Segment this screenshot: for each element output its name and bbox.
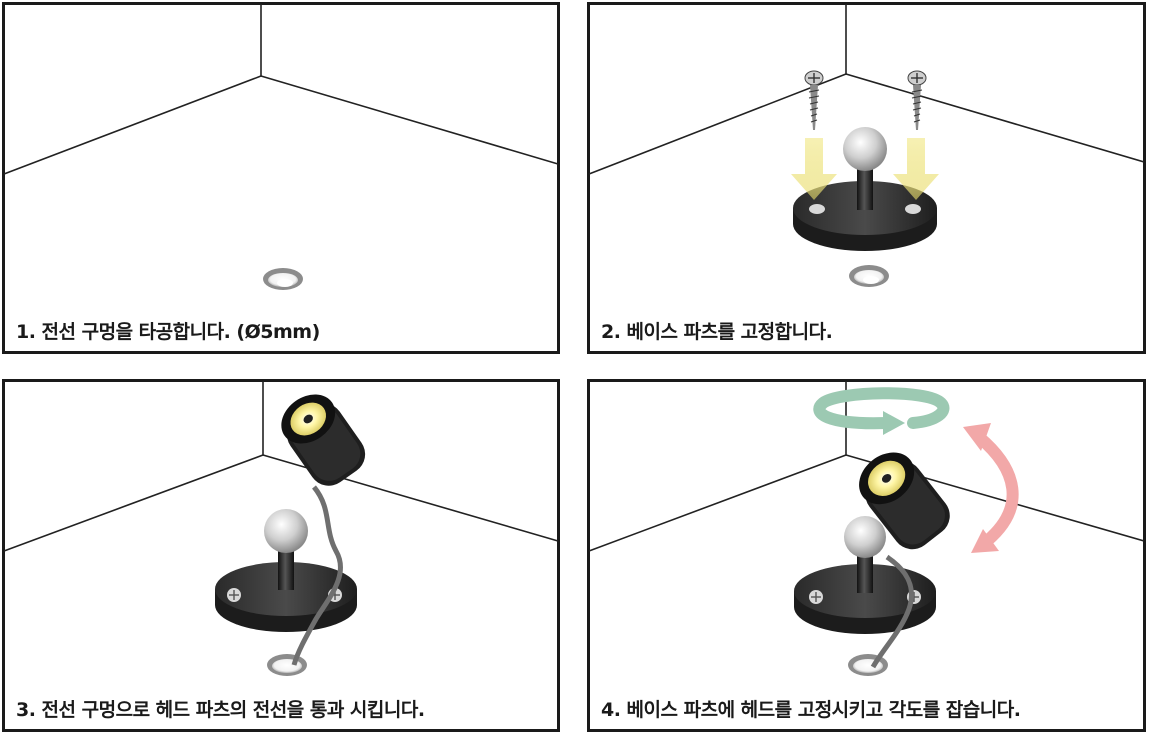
cable	[870, 554, 915, 669]
arrow-down-icon	[791, 138, 837, 200]
rotate-horizontal-arrow-icon	[813, 387, 950, 435]
step-3-caption: 3. 전선 구멍으로 헤드 파츠의 전선을 통과 시킵니다.	[16, 699, 425, 721]
base-part	[793, 127, 937, 251]
screw-icon	[804, 70, 824, 130]
wall-corner	[3, 4, 559, 175]
wall-hole-icon	[263, 268, 303, 290]
step-4-illustration	[587, 379, 1146, 732]
step-1-caption: 1. 전선 구멍을 타공합니다. (Ø5mm)	[16, 321, 320, 343]
wall-hole-icon	[267, 654, 307, 676]
step-1-illustration	[2, 2, 560, 354]
step-4-caption: 4. 베이스 파츠에 헤드를 고정시키고 각도를 잡습니다.	[601, 699, 1021, 721]
step-panel-2: 2. 베이스 파츠를 고정합니다.	[587, 2, 1146, 354]
panel-frame	[2, 2, 560, 354]
screw-icon	[907, 70, 927, 130]
step-panel-3: 3. 전선 구멍으로 헤드 파츠의 전선을 통과 시킵니다.	[2, 379, 560, 732]
arrow-down-icon	[893, 138, 939, 200]
lamp-head	[859, 452, 950, 550]
step-2-caption: 2. 베이스 파츠를 고정합니다.	[601, 321, 833, 343]
step-panel-4: 4. 베이스 파츠에 헤드를 고정시키고 각도를 잡습니다.	[587, 379, 1146, 732]
step-2-illustration	[587, 2, 1146, 354]
cable	[291, 485, 343, 666]
base-part	[794, 516, 936, 634]
tilt-arrow-icon	[963, 423, 1019, 553]
lamp-head	[281, 394, 366, 486]
step-3-illustration	[2, 379, 560, 732]
wall-corner	[588, 4, 1145, 175]
wall-hole-icon	[849, 265, 889, 287]
step-panel-1: 1. 전선 구멍을 타공합니다. (Ø5mm)	[2, 2, 560, 354]
